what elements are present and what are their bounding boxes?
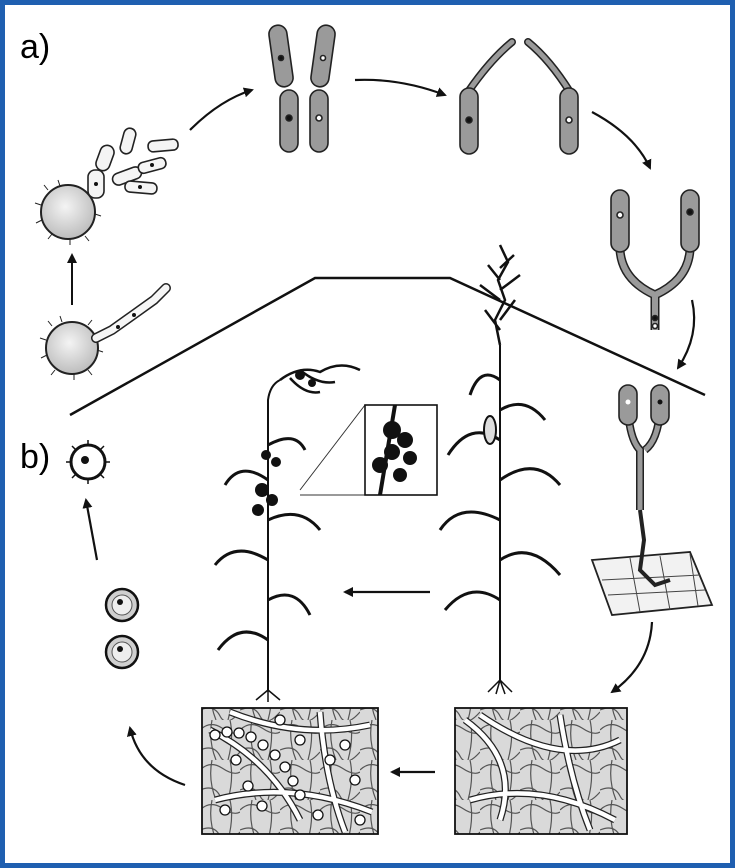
released-teliospores — [106, 589, 138, 668]
germinating-teliospore-bottom — [40, 288, 166, 380]
arrow-a-3 — [592, 112, 650, 168]
infection-hypha-on-leaf — [592, 385, 712, 615]
arrow-b-5 — [86, 500, 97, 560]
healthy-maize-plant — [440, 245, 560, 694]
arrow-a-4 — [678, 300, 694, 368]
arrow-a-1 — [190, 90, 252, 130]
tissue-with-teliospores — [202, 708, 378, 834]
dikaryotic-fusion-hypha — [611, 190, 699, 330]
arrow-b-1 — [612, 622, 652, 692]
tissue-colonized-by-hyphae — [455, 708, 627, 834]
gall-magnified-inset — [300, 405, 437, 495]
haploid-sporidia-pair — [268, 24, 336, 152]
sporidia-conjugation-tubes — [460, 42, 578, 154]
arrow-b-4 — [130, 728, 185, 785]
infected-maize-plant — [215, 365, 360, 702]
section-divider — [70, 278, 705, 415]
mature-teliospore — [66, 440, 110, 484]
arrow-a-2 — [355, 80, 445, 95]
germinating-teliospore-top — [35, 127, 178, 245]
